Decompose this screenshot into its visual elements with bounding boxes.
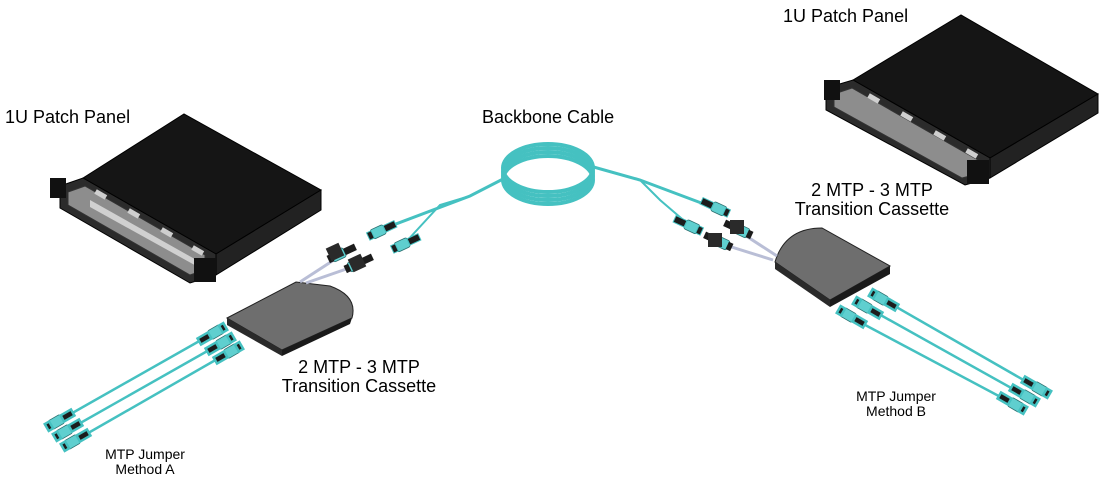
left-patch-panel bbox=[50, 113, 322, 284]
right-cassette-label-line2: Transition Cassette bbox=[794, 198, 950, 219]
right-cassette-label: 2 MTP - 3 MTP Transition Cassette bbox=[777, 181, 967, 219]
left-cassette-label-line1: 2 MTP - 3 MTP bbox=[298, 357, 420, 377]
mtp-jumpers-method-a bbox=[42, 320, 246, 454]
right-patch-panel-label: 1U Patch Panel bbox=[783, 6, 909, 26]
left-cassette-label-line2: Transition Cassette bbox=[281, 375, 437, 396]
jumper-b-label-line2: Method B bbox=[866, 402, 926, 419]
left-transition-cassette bbox=[225, 241, 376, 356]
mtp-jumpers-method-b bbox=[834, 286, 1054, 417]
backbone-cable-label: Backbone Cable bbox=[482, 107, 615, 127]
jumper-a-label-line1: MTP Jumper bbox=[105, 446, 185, 462]
left-patch-panel-label: 1U Patch Panel bbox=[5, 107, 131, 127]
jumper-a-label: MTP Jumper Method A bbox=[95, 447, 195, 476]
right-cassette-label-line1: 2 MTP - 3 MTP bbox=[811, 180, 933, 200]
backbone-cable bbox=[365, 142, 732, 255]
jumper-b-label-line1: MTP Jumper bbox=[856, 388, 936, 404]
jumper-a-label-line2: Method A bbox=[115, 460, 175, 477]
jumper-b-label: MTP Jumper Method B bbox=[846, 389, 946, 418]
left-cassette-label: 2 MTP - 3 MTP Transition Cassette bbox=[264, 358, 454, 396]
right-transition-cassette bbox=[701, 217, 892, 307]
right-patch-panel bbox=[824, 14, 1099, 186]
